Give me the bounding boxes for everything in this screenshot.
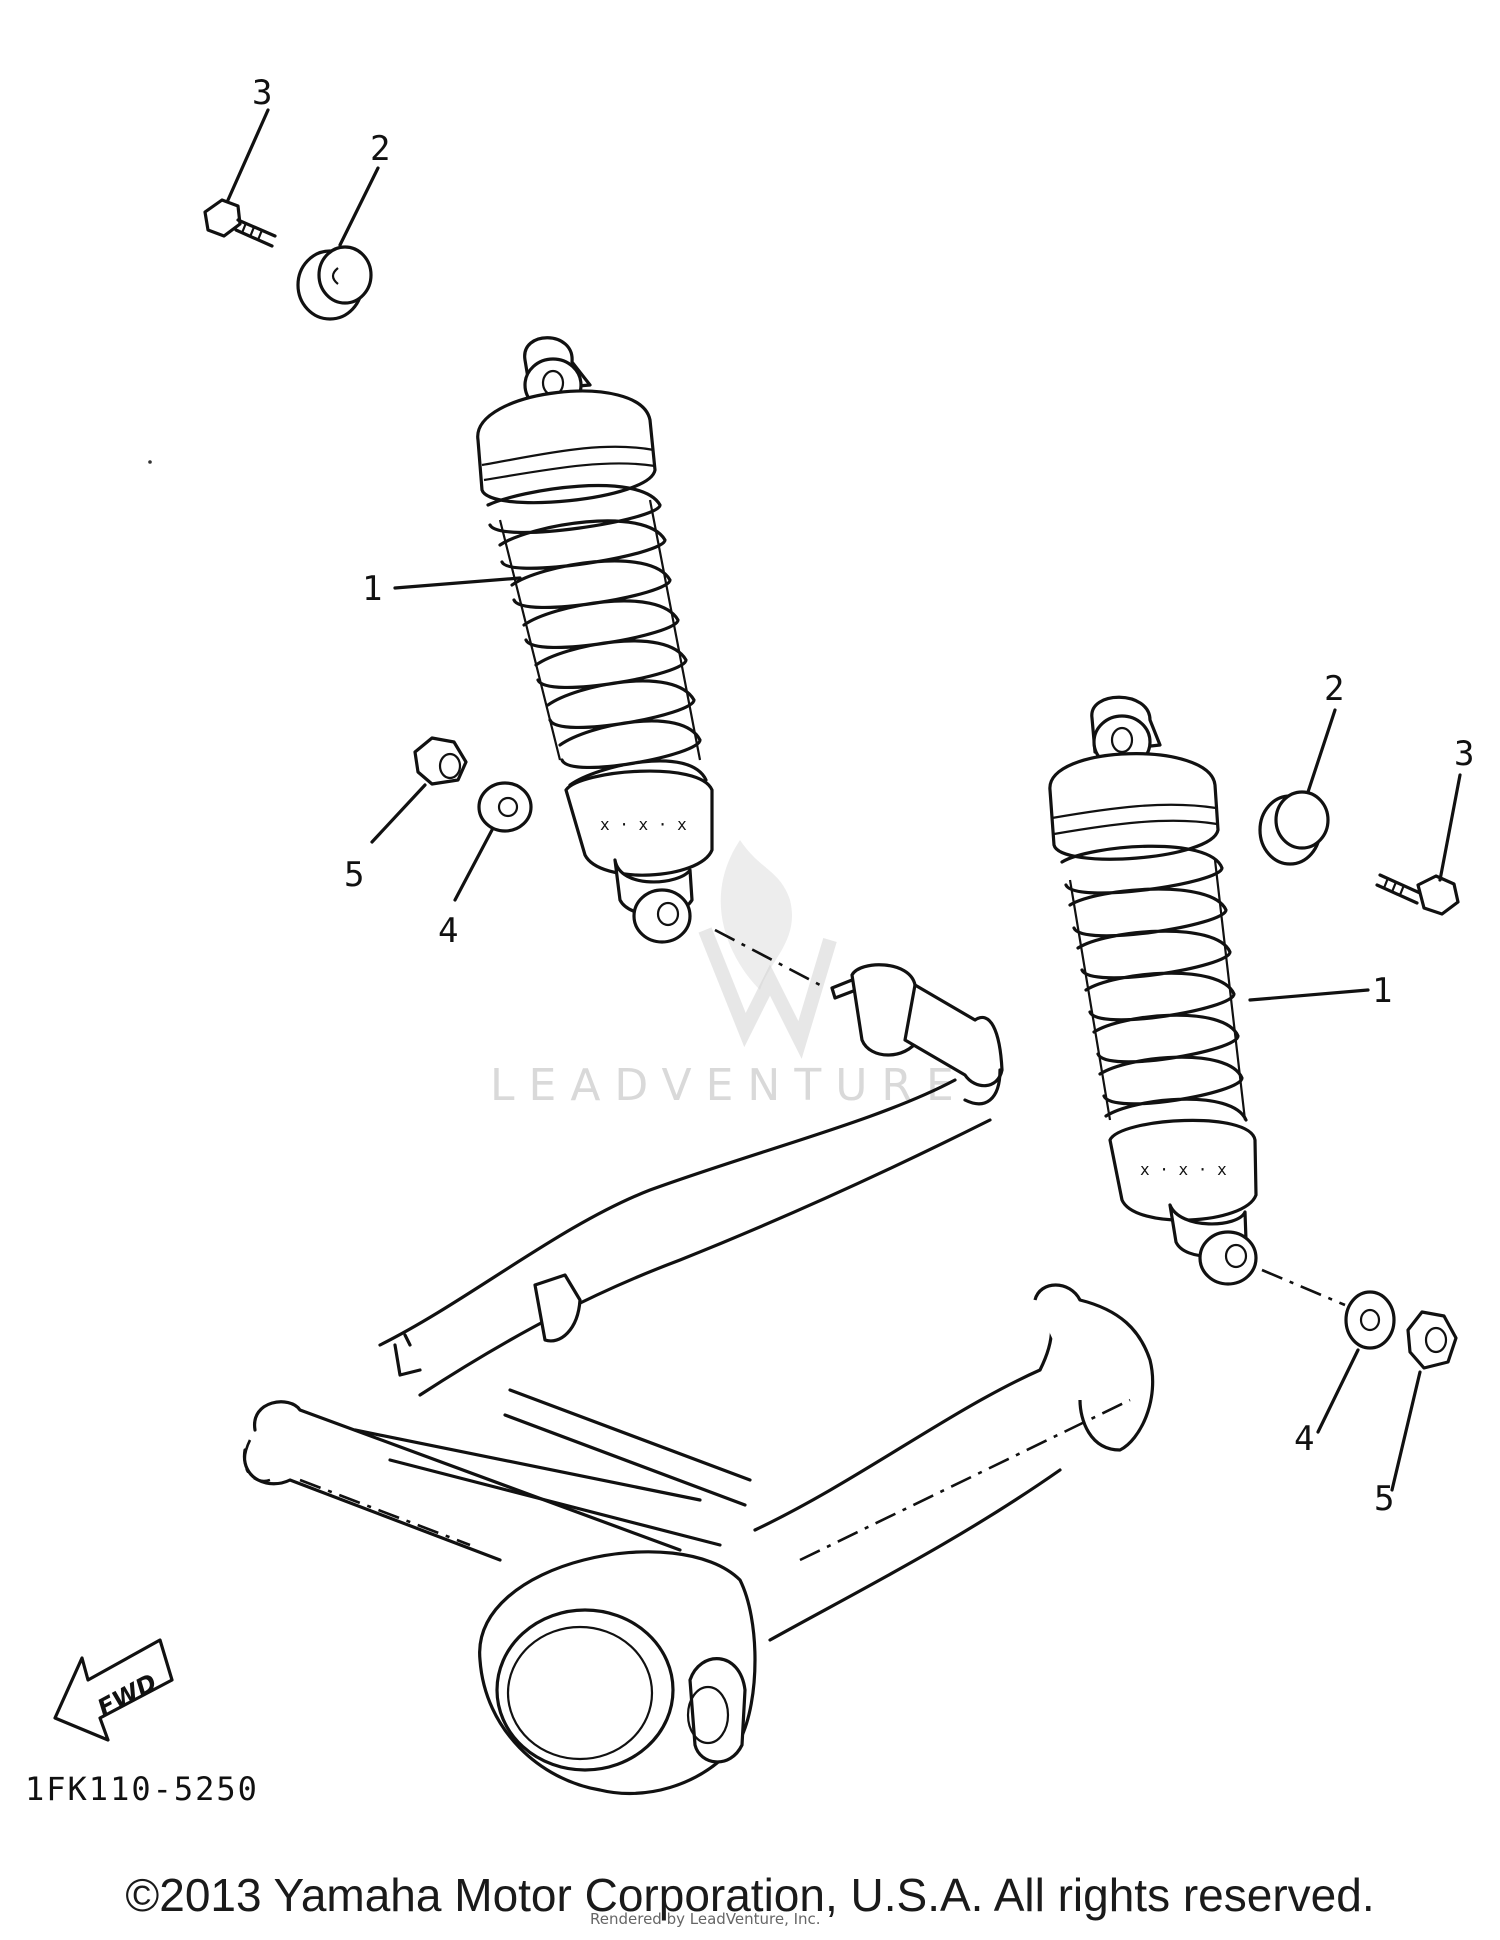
callout-top-bushing: 2: [370, 129, 390, 169]
part-code: 1FK110-5250: [25, 1770, 259, 1808]
leader-right-shock: [1248, 988, 1370, 1002]
callout-right-washer: 4: [1294, 1419, 1314, 1459]
leader-left-shock: [393, 576, 522, 590]
right-bushing: [1258, 790, 1330, 866]
callout-right-shock: 1: [1372, 971, 1392, 1011]
watermark: LEADVENTURE: [490, 840, 968, 1111]
leader-right-bushing: [1306, 708, 1337, 794]
watermark-text: LEADVENTURE: [490, 1060, 968, 1111]
leader-right-washer: [1316, 1348, 1360, 1434]
rendered-by-note: Rendered by LeadVenture, Inc.: [590, 1910, 821, 1928]
leader-top-bushing: [338, 166, 380, 247]
axis-right-shock: [1261, 1268, 1346, 1307]
axis-left-shock: [714, 928, 821, 987]
callout-right-nut: 5: [1374, 1479, 1394, 1519]
swingarm: [242, 963, 1155, 1796]
callout-right-bolt: 3: [1454, 734, 1474, 774]
leader-right-nut: [1390, 1370, 1422, 1492]
right-washer: [1344, 1290, 1396, 1350]
leader-left-nut: [370, 783, 427, 844]
right-shock-absorber: x · x · x: [1048, 695, 1258, 1286]
speck: [148, 460, 152, 464]
top-bushing: [296, 245, 373, 321]
right-bolt: [1375, 873, 1460, 916]
leader-left-washer: [453, 828, 494, 902]
leader-right-bolt: [1438, 773, 1462, 882]
left-washer: [477, 781, 533, 833]
left-nut: [413, 736, 468, 786]
right-nut: [1406, 1310, 1458, 1370]
callout-right-bushing: 2: [1324, 669, 1344, 709]
callout-top-bolt: 3: [252, 73, 272, 113]
top-bolt: [203, 198, 277, 248]
callout-left-nut: 5: [344, 855, 364, 895]
callout-left-shock: 1: [362, 569, 382, 609]
fwd-arrow: FWD: [53, 1638, 174, 1742]
svg-text:x · x · x: x · x · x: [600, 815, 687, 834]
leader-top-bolt: [226, 108, 270, 202]
copyright-notice: ©2013 Yamaha Motor Corporation, U.S.A. A…: [125, 1869, 1375, 1921]
left-shock-absorber: x · x · x: [476, 336, 714, 944]
callout-left-washer: 4: [438, 911, 458, 951]
svg-text:x · x · x: x · x · x: [1140, 1160, 1227, 1179]
